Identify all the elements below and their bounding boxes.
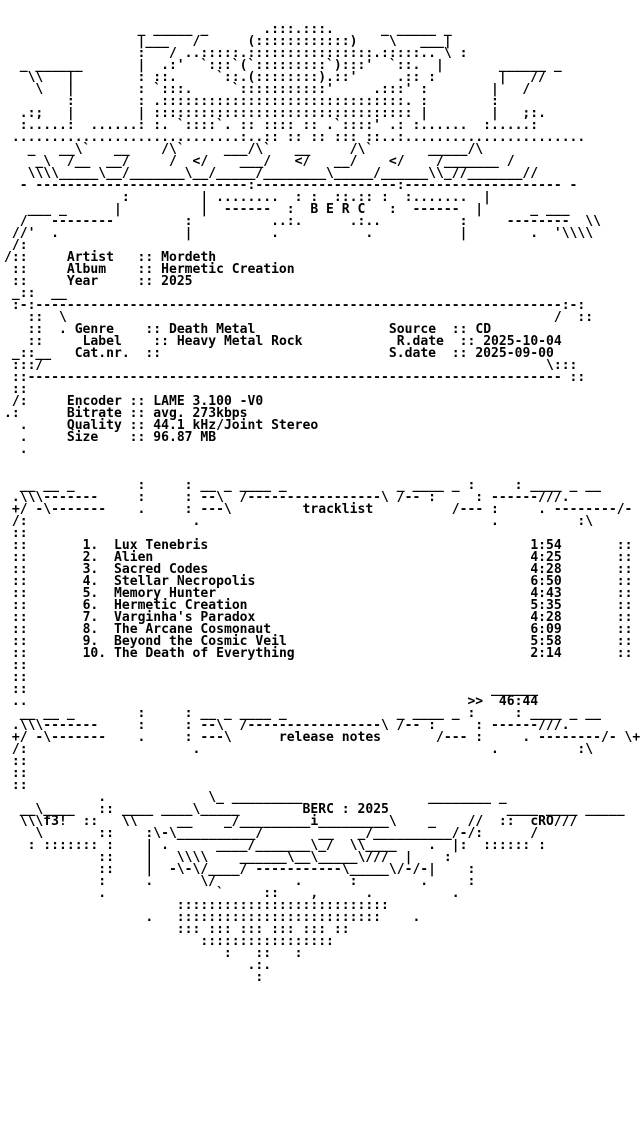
artist-label: Artist [66, 250, 114, 265]
track-number: 1. [82, 538, 99, 553]
album-label: Album [66, 262, 107, 277]
catnr-label: Cat.nr. [74, 346, 130, 361]
track-title: Hermetic Creation [114, 598, 248, 613]
sdate-value: 2025-09-00 [475, 346, 554, 361]
size-label: Size [66, 430, 99, 445]
album-value: Hermetic Creation [161, 262, 295, 277]
label-label: Label [82, 334, 122, 349]
track-number: 10. [82, 646, 107, 661]
track-number: 4. [82, 574, 99, 589]
track-time: 5:58 [522, 634, 562, 649]
source-label: Source [388, 322, 437, 337]
track-time: 1:54 [522, 538, 562, 553]
track-time: 4:28 [522, 562, 562, 577]
track-time: 4:28 [522, 610, 562, 625]
track-number: 8. [82, 622, 99, 637]
signature-left: f3! [43, 814, 67, 829]
source-value: CD [475, 322, 492, 337]
year-label: Year [66, 274, 99, 289]
size-value: 96.87 MB [153, 430, 217, 445]
genre-value: Death Metal [168, 322, 256, 337]
track-time: 4:43 [522, 586, 562, 601]
artist-value: Mordeth [161, 250, 217, 265]
nfo-document: _ _____ _ .:::.:::. _ _____ _ |___ / (::… [4, 22, 640, 985]
genre-label: Genre [74, 322, 114, 337]
track-time: 5:35 [522, 598, 562, 613]
track-time: 2:14 [522, 646, 562, 661]
quality-label: Quality [66, 418, 122, 433]
track-number: 2. [82, 550, 99, 565]
release-notes-title: release notes [278, 730, 382, 745]
track-time: 6:50 [522, 574, 562, 589]
encoder-label: Encoder [66, 394, 122, 409]
footer-label: BERC : 2025 [302, 802, 389, 817]
signature-right: cRO [530, 814, 554, 829]
rdate-value: 2025-10-04 [483, 334, 562, 349]
track-title: Beyond the Cosmic Veil [114, 634, 287, 649]
track-title: Alien [114, 550, 154, 565]
track-number: 9. [82, 634, 99, 649]
rdate-label: R.date [396, 334, 444, 349]
bitrate-value: avg. 273kbps [153, 406, 248, 421]
track-title: Varginha's Paradox [114, 610, 256, 625]
track-number: 3. [82, 562, 99, 577]
track-title: Sacred Codes [114, 562, 209, 577]
track-time: 4:25 [522, 550, 562, 565]
track-title: The Arcane Cosmonaut [114, 622, 272, 637]
track-time: 6:09 [522, 622, 562, 637]
bitrate-label: Bitrate [66, 406, 122, 421]
total-time: 46:44 [498, 694, 539, 709]
track-title: Memory Hunter [114, 586, 217, 601]
header-logo-text: B E R C [310, 202, 366, 217]
total-prefix: >> [467, 694, 484, 709]
quality-value: 44.1 kHz/Joint Stereo [153, 418, 319, 433]
track-number: 7. [82, 610, 99, 625]
track-number: 5. [82, 586, 99, 601]
track-title: The Death of Everything [114, 646, 295, 661]
track-title: Stellar Necropolis [114, 574, 256, 589]
encoder-value: LAME 3.100 -V0 [153, 394, 264, 409]
tracklist-title: tracklist [302, 502, 374, 517]
track-title: Lux Tenebris [114, 538, 209, 553]
sdate-label: S.date [388, 346, 437, 361]
label-value: Heavy Metal Rock [176, 334, 303, 349]
track-number: 6. [82, 598, 99, 613]
year-value: 2025 [161, 274, 193, 289]
